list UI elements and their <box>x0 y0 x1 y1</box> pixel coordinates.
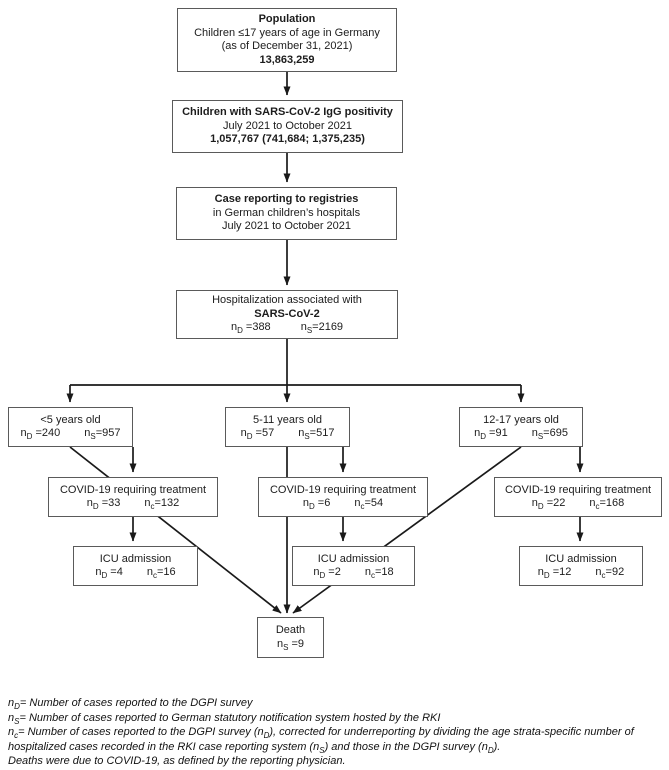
stat-nd: nD =240 <box>20 427 61 442</box>
box-death: Death nS =9 <box>257 617 324 658</box>
stat-nc: nc=92 <box>595 566 625 581</box>
footnote-nc: nc= Number of cases reported to the DGPI… <box>8 726 634 755</box>
stat-ns: nS=517 <box>298 427 335 442</box>
stat-nd: nD =57 <box>240 427 275 442</box>
age-lt5-stats: nD =240 nS=957 <box>21 427 121 441</box>
box-age-lt5: <5 years old nD =240 nS=957 <box>8 407 133 447</box>
stat-nd: nD =6 <box>302 497 331 512</box>
box-population: Population Children ≤17 years of age in … <box>177 8 397 72</box>
stat-ns: nS=695 <box>531 427 568 442</box>
stat-nc: nc=132 <box>144 497 180 512</box>
stat-ns: nS=2169 <box>300 321 344 336</box>
stat-nd: nD =22 <box>531 497 566 512</box>
covid-12-17-stats: nD =22 nc=168 <box>532 497 625 511</box>
icu-lt5-stats: nD =4 nc=16 <box>95 566 175 580</box>
box-age-5-11: 5-11 years old nD =57 nS=517 <box>225 407 350 447</box>
igg-period: July 2021 to October 2021 <box>222 119 353 132</box>
footnote-ns: nS= Number of cases reported to German s… <box>8 711 441 726</box>
covid-lt5-title: COVID-19 requiring treatment <box>59 483 207 496</box>
death-stat: nS =9 <box>276 637 305 652</box>
icu-12-17-stats: nD =12 nc=92 <box>538 566 624 580</box>
registry-period: July 2021 to October 2021 <box>221 220 352 233</box>
icu-5-11-stats: nD =2 nc=18 <box>313 566 393 580</box>
death-title: Death <box>275 624 306 636</box>
stat-nc: nc=54 <box>354 497 384 512</box>
stat-nd: nD =4 <box>95 566 123 581</box>
arrow-age-lt5-to-death <box>69 446 282 614</box>
hospitalization-stats: nD =388 nS=2169 <box>231 321 343 335</box>
box-icu-12-17: ICU admission nD =12 nc=92 <box>519 546 643 586</box>
box-icu-lt5: ICU admission nD =4 nc=16 <box>73 546 198 586</box>
icu-5-11-title: ICU admission <box>317 552 390 565</box>
age-5-11-title: 5-11 years old <box>253 413 322 426</box>
population-line3: (as of December 31, 2021) <box>221 40 353 52</box>
box-icu-5-11: ICU admission nD =2 nc=18 <box>292 546 415 586</box>
igg-total: 1,057,767 (741,684; 1,375,235) <box>210 133 365 146</box>
stat-nc: nc=18 <box>364 566 394 581</box>
stat-ns: nS=957 <box>84 427 121 442</box>
registry-line2: in German children’s hospitals <box>212 206 361 219</box>
box-age-12-17: 12-17 years old nD =91 nS=695 <box>459 407 583 447</box>
stat-nd: nD =91 <box>474 427 508 442</box>
footnotes: nD= Number of cases reported to the DGPI… <box>8 696 666 769</box>
hospitalization-line1: Hospitalization associated with <box>212 294 362 307</box>
footnote-nd: nD= Number of cases reported to the DGPI… <box>8 697 253 712</box>
icu-12-17-title: ICU admission <box>545 552 617 565</box>
stat-nc: nc=16 <box>146 566 176 581</box>
stat-nd: nD =33 <box>86 497 121 512</box>
age-5-11-stats: nD =57 nS=517 <box>241 427 335 441</box>
age-lt5-title: <5 years old <box>40 413 101 426</box>
covid-12-17-title: COVID-19 requiring treatment <box>504 483 652 496</box>
stat-nd: nD =388 <box>230 321 271 336</box>
box-covid-treatment-12-17: COVID-19 requiring treatment nD =22 nc=1… <box>494 477 662 517</box>
stat-nc: nc=168 <box>589 497 625 512</box>
box-hospitalization: Hospitalization associated with SARS-CoV… <box>176 290 398 339</box>
population-line2: Children ≤17 years of age in Germany <box>194 26 380 39</box>
footnote-deaths: Deaths were due to COVID-19, as defined … <box>8 755 346 767</box>
age-12-17-stats: nD =91 nS=695 <box>474 427 568 441</box>
arrow-age-12-17-to-death <box>292 446 522 614</box>
population-title: Population <box>258 13 316 25</box>
covid-5-11-title: COVID-19 requiring treatment <box>269 483 417 496</box>
covid-lt5-stats: nD =33 nc=132 <box>87 497 180 511</box>
stat-nd: nD =12 <box>537 566 572 581</box>
igg-title: Children with SARS-CoV-2 IgG positivity <box>182 106 393 119</box>
icu-lt5-title: ICU admission <box>99 552 172 565</box>
registry-title: Case reporting to registries <box>214 193 359 206</box>
box-igg-positivity: Children with SARS-CoV-2 IgG positivity … <box>172 100 403 153</box>
stat-nd: nD =2 <box>313 566 341 581</box>
age-12-17-title: 12-17 years old <box>483 413 559 426</box>
box-covid-treatment-5-11: COVID-19 requiring treatment nD =6 nc=54 <box>258 477 428 517</box>
box-case-reporting: Case reporting to registries in German c… <box>176 187 397 240</box>
box-covid-treatment-lt5: COVID-19 requiring treatment nD =33 nc=1… <box>48 477 218 517</box>
population-total: 13,863,259 <box>259 53 315 66</box>
covid-5-11-stats: nD =6 nc=54 <box>303 497 383 511</box>
hospitalization-title: SARS-CoV-2 <box>254 307 320 320</box>
